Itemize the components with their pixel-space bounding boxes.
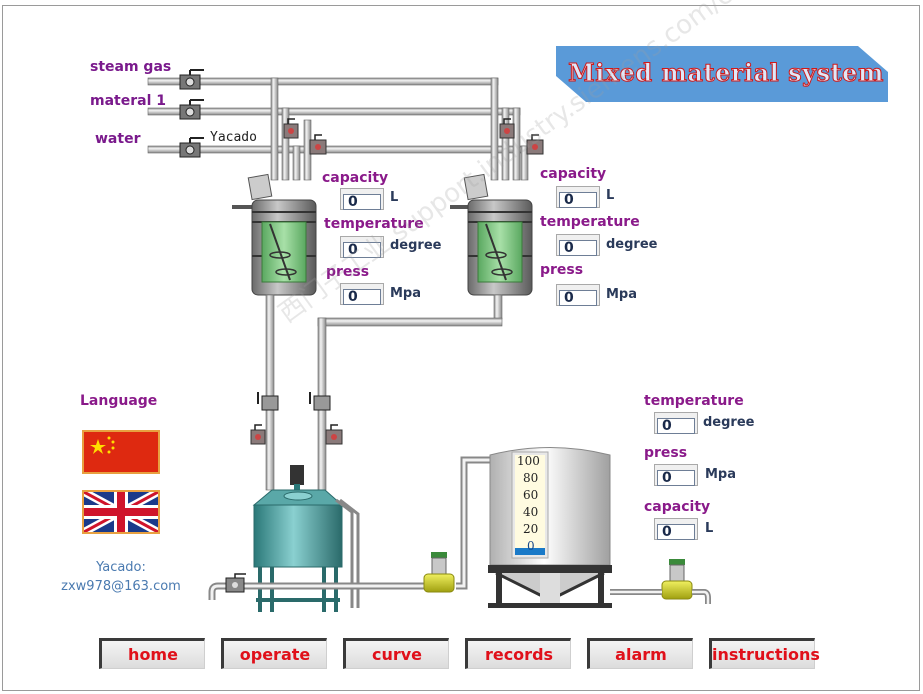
tank2-capacity-unit: L (606, 188, 615, 203)
tank1-press-label: press (326, 264, 370, 280)
gauge-tick: 0 (527, 539, 535, 553)
storage-capacity-unit: L (705, 521, 714, 536)
storage-silo (488, 447, 612, 608)
storage-temperature-input[interactable] (657, 418, 695, 434)
tank2-temperature-label: temperature (540, 214, 640, 230)
reactor-tank-2 (317, 173, 533, 491)
storage-capacity-box (654, 518, 698, 540)
tank1-press-box (340, 283, 384, 305)
gauge-tick: 20 (523, 522, 539, 536)
storage-press-label: press (644, 445, 688, 461)
inlet-pipes (147, 77, 529, 181)
inlet-label-material-1: materal 1 (90, 93, 166, 109)
transfer-line (208, 456, 492, 600)
tank2-temperature-input[interactable] (559, 240, 597, 256)
contact-info: Yacado: zxw978@163.com (56, 558, 186, 596)
contact-email: zxw978@163.com (61, 579, 181, 594)
inlet-label-water: water (95, 131, 141, 147)
tank2-temperature-unit: degree (606, 237, 658, 252)
inlet-valves (179, 69, 204, 158)
storage-press-box (654, 464, 698, 486)
tank1-capacity-unit: L (390, 190, 399, 205)
tank2-press-input[interactable] (559, 290, 597, 306)
storage-press-unit: Mpa (705, 467, 737, 482)
silo-level-gauge: 100 80 60 40 20 0 (515, 454, 549, 554)
contact-name: Yacado: (96, 560, 146, 575)
title-banner (556, 46, 888, 102)
storage-temperature-label: temperature (644, 393, 744, 409)
tank1-temperature-input[interactable] (343, 242, 381, 258)
motor-valves (283, 118, 544, 155)
tank1-press-unit: Mpa (390, 286, 422, 301)
storage-temperature-unit: degree (703, 415, 755, 430)
gauge-tick: 80 (523, 471, 539, 485)
gauge-tick: 40 (523, 505, 539, 519)
tank2-press-unit: Mpa (606, 287, 638, 302)
inlet-label-steam-gas: steam gas (90, 59, 172, 75)
tank2-temperature-box (556, 234, 600, 256)
language-chinese-flag-button[interactable] (82, 430, 160, 474)
tank2-capacity-box (556, 186, 600, 208)
silo-level-fill (515, 548, 545, 555)
nav-records-button[interactable]: records (465, 638, 571, 669)
tank1-temperature-label: temperature (324, 216, 424, 232)
solenoid-valve-2 (610, 559, 711, 604)
tank1-capacity-box (340, 188, 384, 210)
page-title: Mixed material system (568, 58, 884, 88)
pipe-annotation: Yacado (210, 130, 257, 145)
nav-alarm-button[interactable]: alarm (587, 638, 693, 669)
language-english-flag-button[interactable] (82, 488, 160, 536)
storage-capacity-input[interactable] (657, 524, 695, 540)
reactor-tank-1 (232, 173, 317, 491)
gauge-tick: 60 (523, 488, 539, 502)
china-flag-icon (90, 436, 115, 454)
tank1-capacity-input[interactable] (343, 194, 381, 210)
storage-capacity-label: capacity (644, 499, 711, 515)
gauge-tick: 100 (517, 454, 540, 468)
tank1-capacity-label: capacity (322, 170, 389, 186)
tank2-press-box (556, 284, 600, 306)
tank1-temperature-unit: degree (390, 238, 442, 253)
storage-temperature-box (654, 412, 698, 434)
nav-instructions-button[interactable]: instructions (709, 638, 820, 669)
uk-flag-icon (82, 488, 160, 536)
solenoid-valve-1 (423, 552, 455, 593)
tank1-temperature-box (340, 236, 384, 258)
storage-press-input[interactable] (657, 470, 695, 486)
outlet-valves (250, 392, 343, 445)
nav-home-button[interactable]: home (99, 638, 205, 669)
tank2-capacity-label: capacity (540, 166, 607, 182)
tank2-press-label: press (540, 262, 584, 278)
nav-operate-button[interactable]: operate (221, 638, 327, 669)
nav-curve-button[interactable]: curve (343, 638, 449, 669)
tank2-capacity-input[interactable] (559, 192, 597, 208)
tank1-press-input[interactable] (343, 289, 381, 305)
language-label: Language (80, 393, 158, 409)
